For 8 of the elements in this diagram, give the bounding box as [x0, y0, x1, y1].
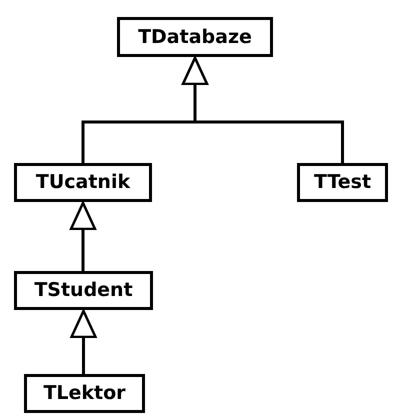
- inheritance-arrow: [70, 310, 97, 374]
- class-box: TDatabaze: [117, 17, 273, 57]
- class-box: TTest: [297, 163, 388, 202]
- class-box: TLektor: [24, 374, 145, 413]
- inheritance-arrow: [70, 202, 96, 271]
- class-box: TUcatnik: [14, 163, 152, 202]
- inheritance-arrow: [182, 56, 344, 163]
- class-box: TStudent: [14, 271, 153, 310]
